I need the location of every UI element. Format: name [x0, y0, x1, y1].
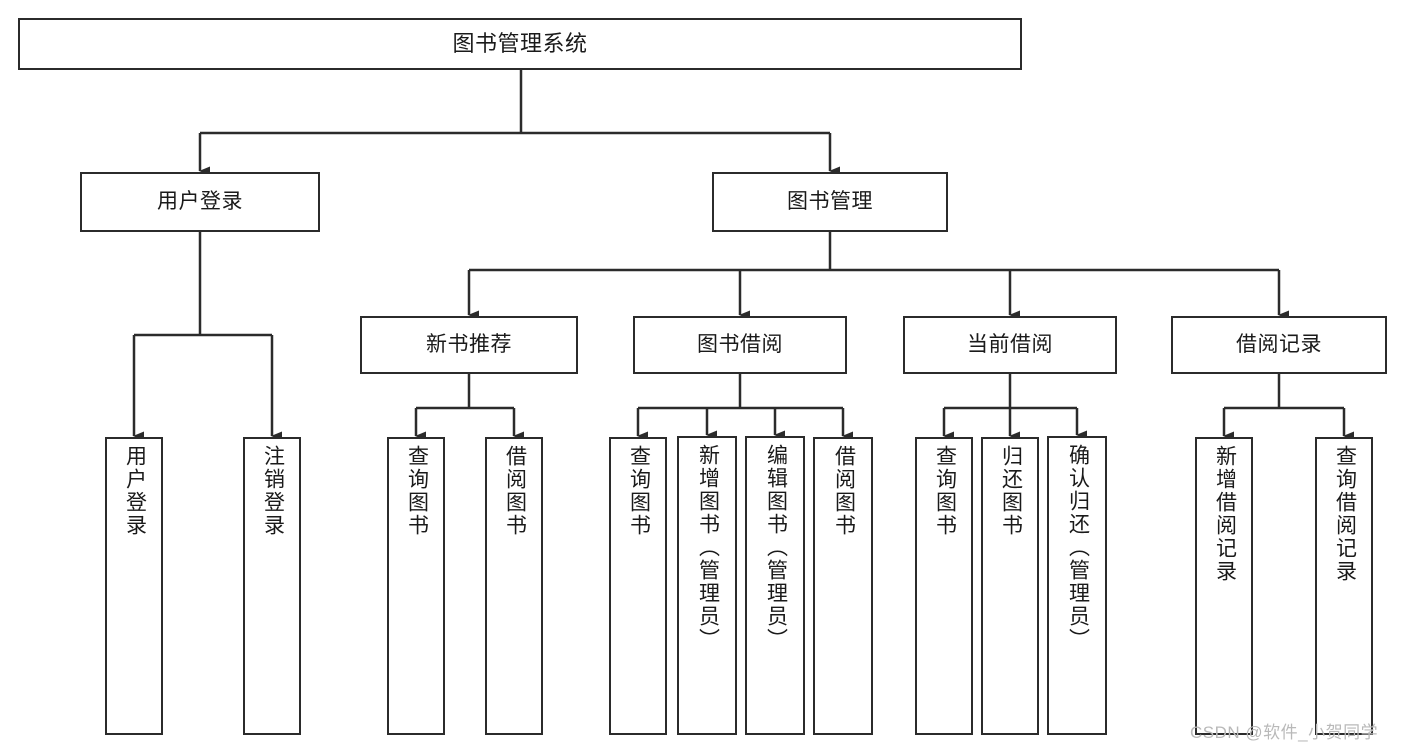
node-user-login[interactable]: 用户登录: [80, 172, 320, 232]
node-label-leaf-query-rec: 查询借阅记录: [1333, 445, 1357, 583]
node-label-leaf-borrow-2: 借阅图书: [832, 445, 856, 537]
watermark-text: CSDN @软件_小贺同学: [1190, 723, 1379, 742]
node-label-leaf-return: 归还图书: [999, 445, 1023, 537]
node-root[interactable]: 图书管理系统: [18, 18, 1022, 70]
node-label-new-book-rec: 新书推荐: [426, 332, 512, 356]
node-leaf-query-1[interactable]: 查询图书: [387, 437, 445, 735]
node-book-borrow[interactable]: 图书借阅: [633, 316, 847, 374]
node-book-manage[interactable]: 图书管理: [712, 172, 948, 232]
node-label-leaf-query-3: 查询图书: [933, 445, 957, 537]
node-leaf-confirm[interactable]: 确认归还（管理员）: [1047, 436, 1107, 735]
node-leaf-query-2[interactable]: 查询图书: [609, 437, 667, 735]
node-new-book-rec[interactable]: 新书推荐: [360, 316, 578, 374]
node-label-borrow-record: 借阅记录: [1236, 332, 1322, 356]
node-label-user-login: 用户登录: [157, 189, 243, 213]
node-leaf-edit-book[interactable]: 编辑图书（管理员）: [745, 436, 805, 735]
node-label-leaf-add-book: 新增图书（管理员）: [696, 444, 720, 651]
node-leaf-borrow-1[interactable]: 借阅图书: [485, 437, 543, 735]
node-label-leaf-confirm: 确认归还（管理员）: [1066, 444, 1090, 651]
node-label-root: 图书管理系统: [452, 31, 588, 57]
node-label-leaf-borrow-1: 借阅图书: [503, 445, 527, 537]
node-leaf-query-3[interactable]: 查询图书: [915, 437, 973, 735]
node-leaf-logout[interactable]: 注销登录: [243, 437, 301, 735]
node-leaf-add-book[interactable]: 新增图书（管理员）: [677, 436, 737, 735]
node-label-leaf-user-login: 用户登录: [123, 445, 147, 537]
node-label-leaf-query-2: 查询图书: [627, 445, 651, 537]
node-label-leaf-edit-book: 编辑图书（管理员）: [764, 444, 788, 651]
node-label-current-borrow: 当前借阅: [967, 332, 1053, 356]
wire-group: [132, 70, 1354, 441]
node-label-leaf-logout: 注销登录: [261, 445, 285, 537]
node-label-leaf-query-1: 查询图书: [405, 445, 429, 537]
node-label-leaf-add-record: 新增借阅记录: [1213, 445, 1237, 583]
node-leaf-return[interactable]: 归还图书: [981, 437, 1039, 735]
node-leaf-query-rec[interactable]: 查询借阅记录: [1315, 437, 1373, 735]
node-leaf-add-record[interactable]: 新增借阅记录: [1195, 437, 1253, 735]
node-leaf-user-login[interactable]: 用户登录: [105, 437, 163, 735]
node-current-borrow[interactable]: 当前借阅: [903, 316, 1117, 374]
node-leaf-borrow-2[interactable]: 借阅图书: [813, 437, 873, 735]
node-borrow-record[interactable]: 借阅记录: [1171, 316, 1387, 374]
node-label-book-borrow: 图书借阅: [697, 332, 783, 356]
node-label-book-manage: 图书管理: [787, 189, 873, 213]
